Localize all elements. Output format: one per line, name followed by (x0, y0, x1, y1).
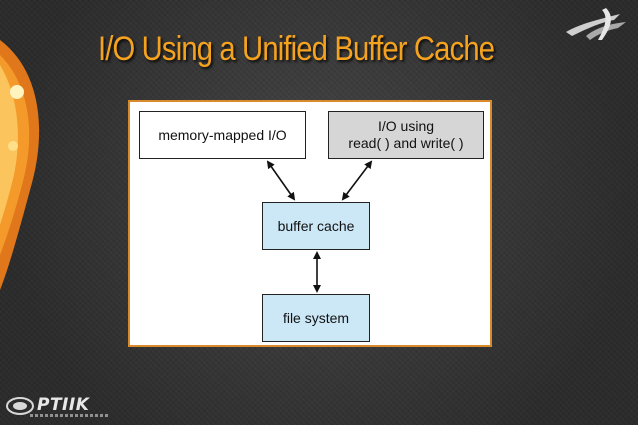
node-io-read-write-line1: I/O using (377, 118, 435, 134)
node-file-system-label: file system (282, 309, 350, 326)
node-io-read-write: I/O using read( ) and write( ) (328, 111, 484, 159)
node-memory-mapped-io-label: memory-mapped I/O (158, 126, 287, 143)
node-file-system: file system (262, 294, 370, 342)
diagram-arrows (266, 160, 373, 293)
decorative-orange-swoosh (0, 40, 40, 290)
arrow-mmio-to-buffer (266, 160, 296, 201)
diagram-panel: memory-mapped I/O I/O using read( ) and … (128, 100, 492, 347)
corner-logo-icon (566, 8, 626, 40)
arrow-rw-to-buffer (341, 160, 373, 201)
footer-logo-emblem-icon (6, 397, 34, 415)
node-memory-mapped-io: memory-mapped I/O (139, 111, 306, 159)
node-io-read-write-line2: read( ) and write( ) (348, 135, 464, 151)
node-buffer-cache-label: buffer cache (277, 217, 355, 234)
footer-logo-tagline-decoration (30, 414, 110, 417)
node-buffer-cache: buffer cache (262, 202, 370, 250)
footer-logo-text: PTIIK (37, 395, 90, 415)
slide-title: I/O Using a Unified Buffer Cache (98, 30, 495, 68)
